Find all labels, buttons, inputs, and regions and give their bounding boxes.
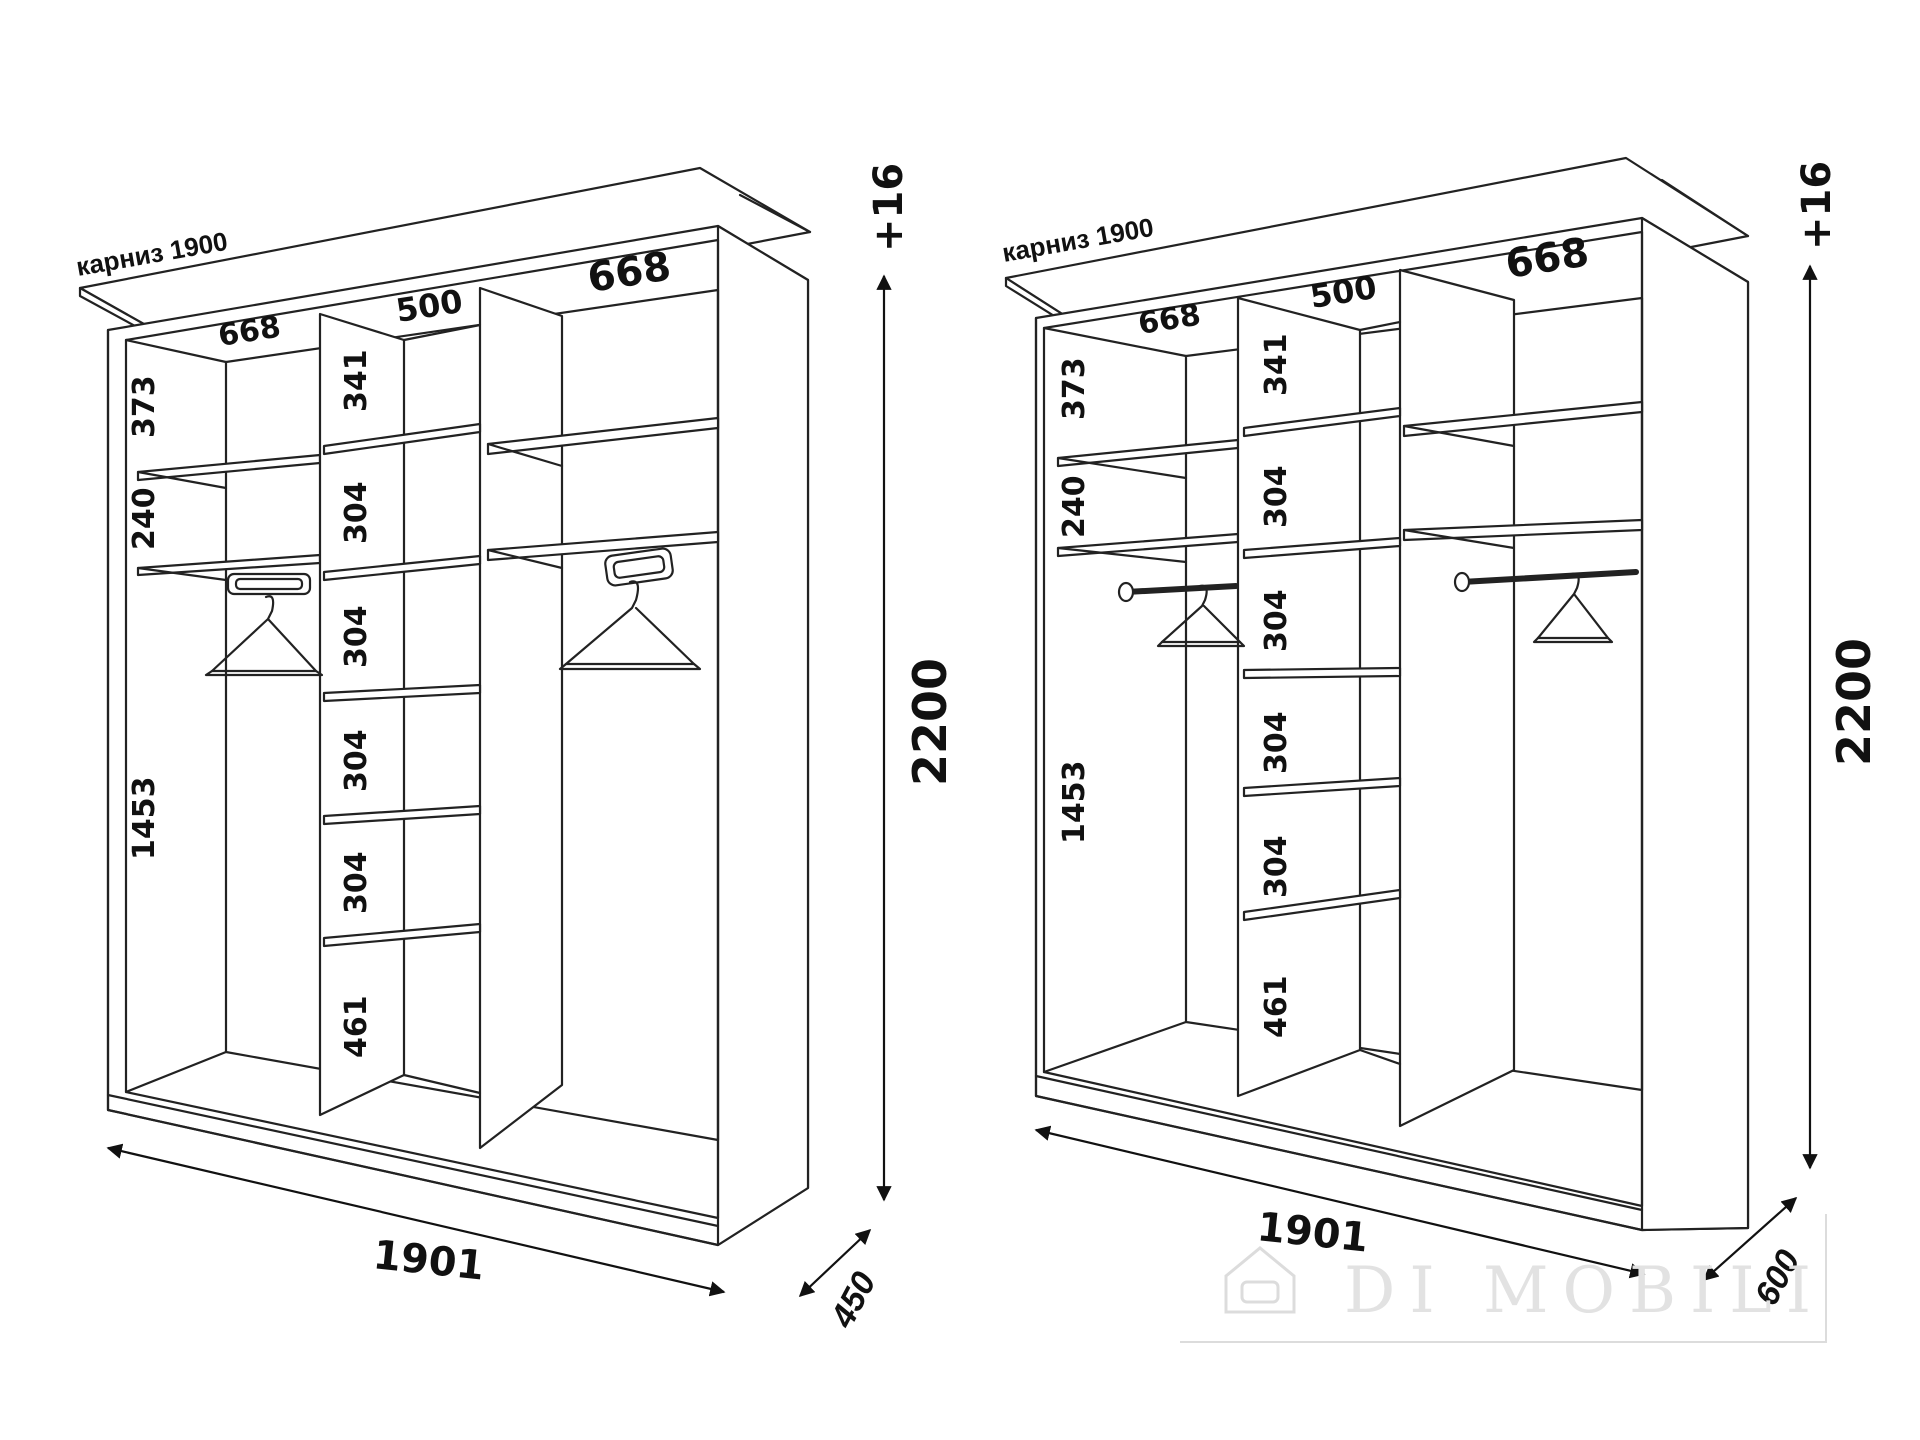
dimensions-left: карниз 1900 668 500 668 373 240 1453 341… — [74, 163, 957, 1335]
wardrobe-left — [78, 166, 812, 1247]
depth-dimension-line — [798, 1228, 872, 1298]
shelves-middle-left — [322, 422, 482, 948]
partition-middle-left — [318, 286, 564, 1150]
height-label-left-1: 373 — [127, 375, 162, 438]
hanger-icon — [1532, 572, 1614, 644]
pantograph-rail-left-1 — [226, 572, 312, 596]
dimensions-right: карниз 1900 668 500 668 373 240 1453 341… — [1000, 161, 1881, 1312]
height-label-mid-5: 304 — [339, 851, 374, 914]
top-allowance-label: +16 — [866, 163, 912, 252]
hanger-icon — [1156, 584, 1246, 648]
height-label-left-2: 240 — [127, 487, 162, 550]
wardrobe-right — [1004, 156, 1750, 1232]
width-dimension-line — [1034, 1125, 1646, 1279]
height-label-left-3: 1453 — [127, 777, 162, 861]
height-label-left-1: 373 — [1057, 357, 1092, 420]
height-label-mid-5: 304 — [1259, 835, 1294, 898]
shelves-left-section — [136, 453, 322, 582]
height-label-mid-1: 341 — [339, 349, 374, 412]
total-height-label: 2200 — [903, 658, 957, 786]
hanger-icon — [558, 580, 702, 671]
height-label-mid-2: 304 — [1259, 465, 1294, 528]
shelves-right-left — [486, 416, 720, 570]
clothes-rod-right-1 — [1117, 581, 1239, 603]
height-label-left-3: 1453 — [1057, 761, 1092, 845]
watermark: DI MOBILI — [1180, 1214, 1827, 1343]
sofa-logo-icon — [1224, 1246, 1296, 1314]
width-dimension-line — [106, 1143, 726, 1297]
depth-dimension-line — [1702, 1196, 1798, 1282]
shelves-middle-right — [1242, 406, 1402, 922]
height-label-mid-6: 461 — [339, 995, 374, 1058]
watermark-text: DI MOBILI — [1344, 1254, 1825, 1328]
height-label-mid-6: 461 — [1259, 975, 1294, 1038]
carcass-right — [1034, 216, 1750, 1232]
height-label-mid-4: 304 — [1259, 711, 1294, 774]
height-label-mid-4: 304 — [339, 729, 374, 792]
shelves-right-right — [1402, 400, 1644, 550]
total-width-label: 1901 — [1255, 1204, 1371, 1261]
clothes-rod-right-2 — [1453, 569, 1639, 593]
height-label-mid-3: 304 — [1259, 589, 1294, 652]
pantograph-rail-left-2 — [604, 547, 674, 587]
partition-middle-right — [1236, 268, 1516, 1128]
total-height-label: 2200 — [1827, 638, 1881, 766]
carcass-left — [106, 224, 810, 1247]
hanger-icon — [204, 595, 324, 677]
height-label-mid-2: 304 — [339, 481, 374, 544]
height-label-mid-1: 341 — [1259, 333, 1294, 396]
total-width-label: 1901 — [371, 1232, 487, 1289]
height-label-mid-3: 304 — [339, 605, 374, 668]
height-label-left-2: 240 — [1057, 475, 1092, 538]
depth-label: 450 — [823, 1266, 884, 1335]
top-allowance-label: +16 — [1794, 161, 1840, 250]
